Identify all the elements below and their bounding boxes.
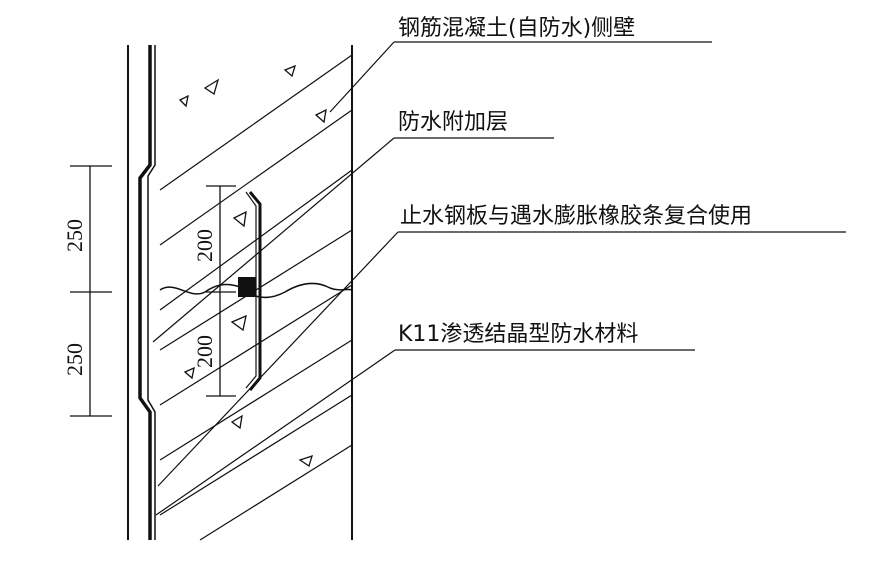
dim-200-upper: 200 <box>192 229 217 262</box>
dimension-200 <box>206 185 236 397</box>
outer-membrane <box>127 45 156 540</box>
leader-waterstop <box>157 231 846 487</box>
leader-lines <box>152 41 846 516</box>
callout-additional-layer: 防水附加层 <box>398 110 509 135</box>
callout-wall: 钢筋混凝土(自防水)侧壁 <box>398 16 636 41</box>
construction-joint-line <box>159 282 353 299</box>
aggregate-marks <box>178 64 327 468</box>
callout-waterstop: 止水钢板与遇水膨胀橡胶条复合使用 <box>400 204 753 229</box>
swelling-rubber-strip <box>238 277 256 297</box>
leader-wall <box>329 41 712 113</box>
callout-k11: K11渗透结晶型防水材料 <box>398 322 639 347</box>
dim-200-lower: 200 <box>192 335 217 368</box>
dim-250-upper: 250 <box>62 219 87 252</box>
leader-k11 <box>155 349 695 516</box>
leader-additional-layer <box>152 137 554 343</box>
dim-250-lower: 250 <box>62 343 87 376</box>
dimension-250 <box>70 165 112 417</box>
